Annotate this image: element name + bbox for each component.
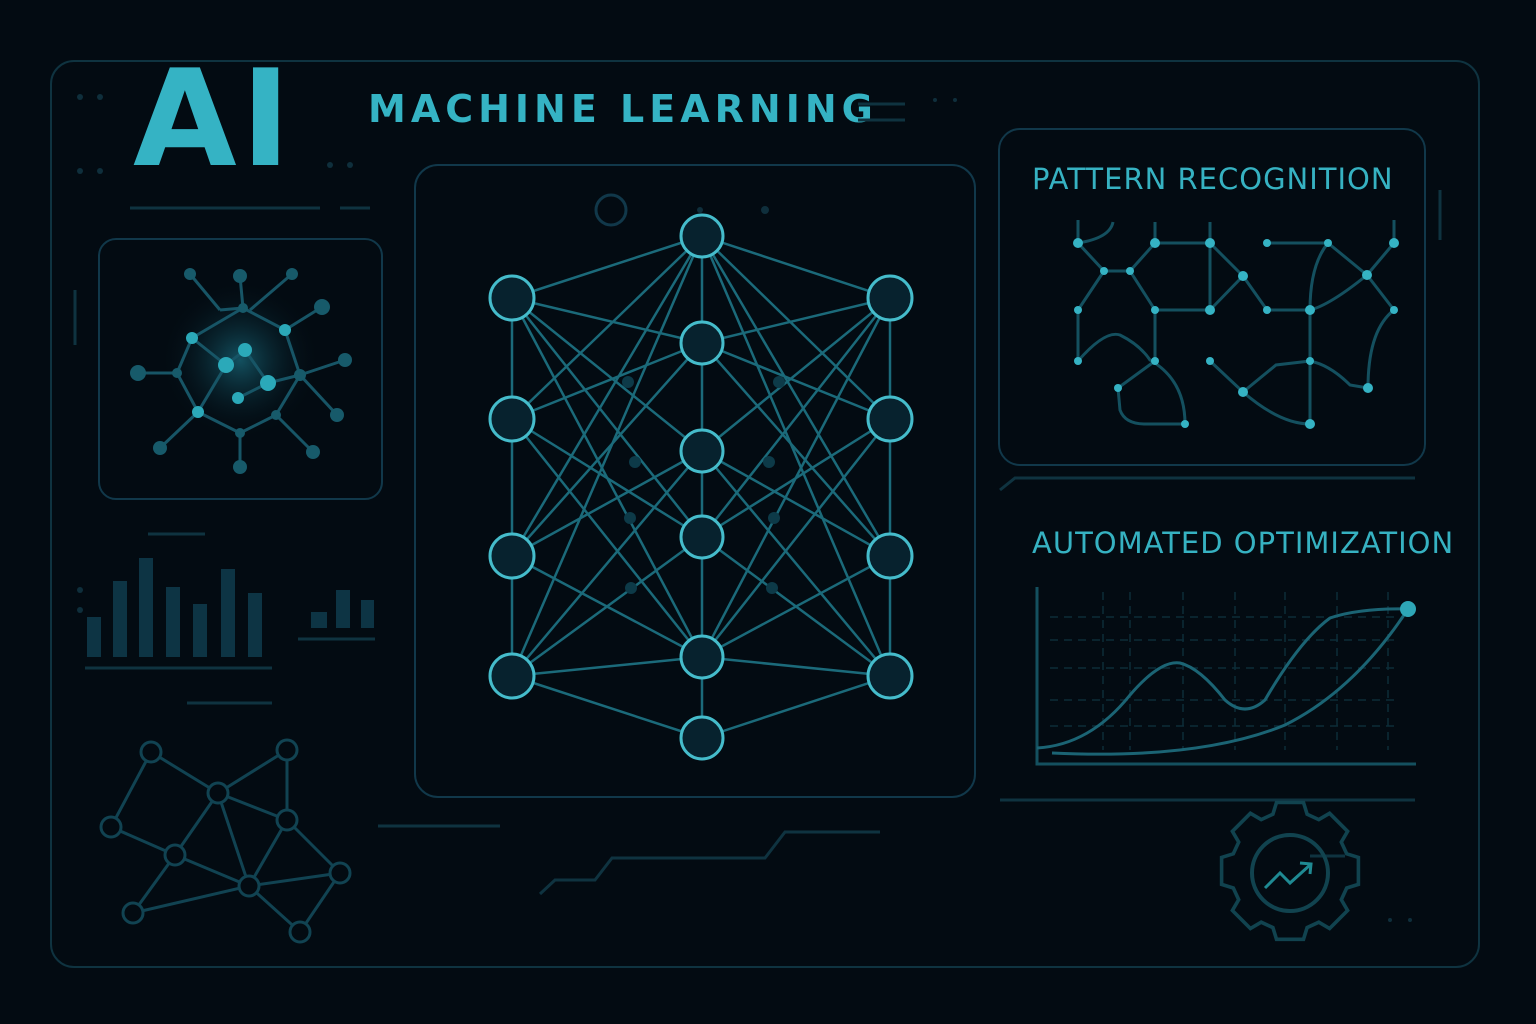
machine-learning-subtitle: MACHINE LEARNING bbox=[368, 87, 878, 131]
bar-chart-small bbox=[311, 590, 374, 628]
ai-logo-title: AI bbox=[133, 41, 295, 197]
network-graph bbox=[99, 738, 352, 944]
molecule-panel bbox=[98, 238, 383, 500]
pattern-circuit bbox=[1073, 220, 1399, 429]
neural-network-diagram bbox=[488, 193, 914, 761]
neural-network-panel bbox=[414, 164, 976, 798]
main-frame bbox=[50, 60, 1480, 968]
pattern-recognition-title: PATTERN RECOGNITION bbox=[1032, 162, 1394, 196]
automated-optimization-title: AUTOMATED OPTIMIZATION bbox=[1032, 526, 1455, 560]
gear-icon bbox=[1219, 800, 1361, 942]
optimization-chart bbox=[1035, 587, 1416, 766]
molecule-graph bbox=[130, 268, 352, 474]
bar-chart-large bbox=[87, 558, 262, 657]
pattern-recognition-panel bbox=[998, 128, 1426, 466]
